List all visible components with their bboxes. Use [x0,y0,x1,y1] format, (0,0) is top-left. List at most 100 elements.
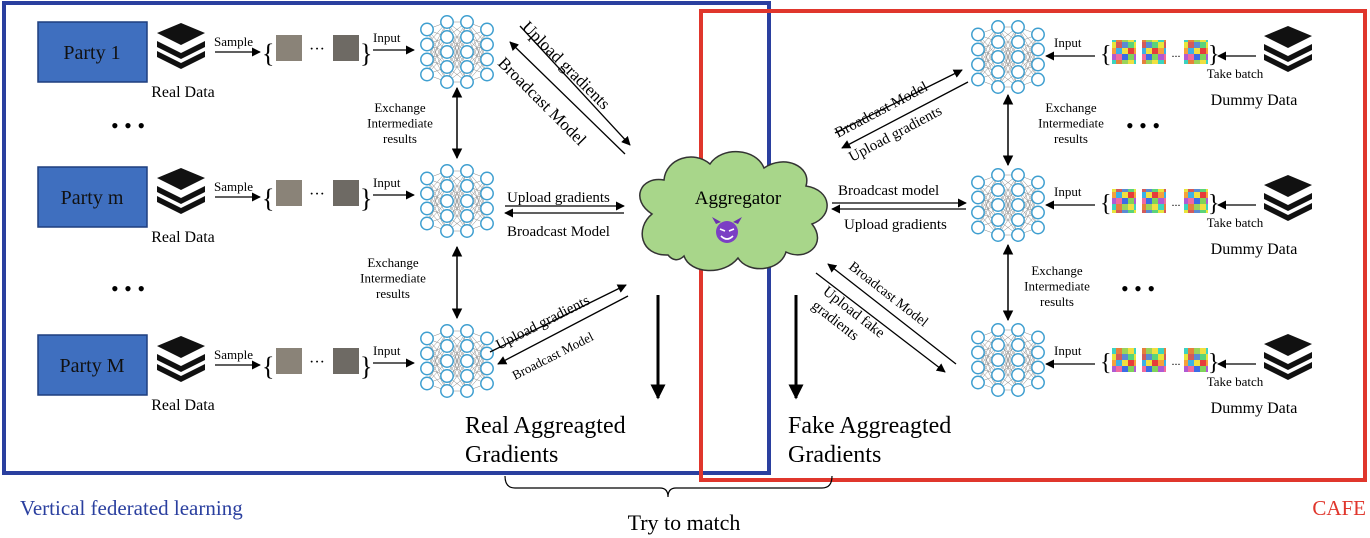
party-box [37,334,148,396]
brace-open: { [1100,42,1112,68]
vfl-caption: Vertical federated learning [20,496,243,520]
image-thumb [276,35,302,61]
sample-label: Sample [214,179,253,194]
image-thumb [276,348,302,374]
left-link-1: Upload gradients Broadcast Model [494,17,631,155]
left-network-3 [420,324,494,398]
aggregator-label: Aggregator [695,188,782,209]
party-box [37,166,148,228]
image-thumb [333,35,359,61]
dummy-data-label: Dummy Data [1211,400,1298,417]
thumb-ellipsis: ... [1172,354,1181,368]
party-label: Party M [60,355,125,377]
right-dots-upper: • • • [1126,113,1160,138]
thumb-ellipsis: ··· [309,41,325,58]
dummy-thumb [1184,189,1208,213]
dummy-thumb [1142,40,1166,64]
brace-close: } [1208,42,1220,68]
right-party-1: Dummy Data Take batch {...} Input [1045,26,1312,109]
right-party-2: Dummy Data Take batch {...} Input [1045,175,1312,258]
right-network-1 [971,20,1045,94]
dummy-thumb [1142,189,1166,213]
dummy-data-label: Dummy Data [1211,92,1298,109]
left-link-2: Upload gradients Broadcast Model [504,190,625,240]
image-thumb [333,348,359,374]
brace-close: } [1208,191,1220,217]
input-label: Input [373,175,401,190]
take-batch-label: Take batch [1207,66,1264,81]
thumb-ellipsis: ... [1172,46,1181,60]
dummy-thumb [1184,40,1208,64]
real-data-label: Real Data [151,397,215,414]
brace-open: { [262,352,274,381]
sample-label: Sample [214,347,253,362]
party-label: Party m [61,187,124,209]
left-network-2 [420,164,494,238]
input-label: Input [1054,35,1082,50]
brace-close: } [1208,350,1220,376]
brace-close: } [360,39,372,68]
left-broadcast-label-2: Broadcast Model [507,224,610,240]
party-label: Party 1 [63,42,120,64]
brace-open: { [1100,191,1112,217]
party-box [37,21,148,83]
brace-open: { [262,184,274,213]
aggregator-cloud [639,150,828,272]
thumb-ellipsis: ··· [309,354,325,371]
take-batch-label: Take batch [1207,215,1264,230]
left-dots-lower: • • • [111,276,145,301]
right-network-3 [971,323,1045,397]
stack-icon [1264,175,1312,221]
real-data-label: Real Data [151,84,215,101]
brace-close: } [360,352,372,381]
input-label: Input [373,30,401,45]
right-dots-lower: • • • [1121,276,1155,301]
right-link-1: Broadcast Model Upload gradients [832,69,969,166]
right-party-3: Dummy Data Take batch {...} Input [1045,334,1312,417]
dummy-thumb [1112,348,1136,372]
right-link-2: Broadcast model Upload gradients [831,183,967,233]
stack-icon [1264,334,1312,380]
dummy-thumb [1112,40,1136,64]
input-label: Input [1054,184,1082,199]
stack-icon [157,23,205,69]
right-upload-label-2: Upload gradients [844,217,947,233]
stack-icon [157,336,205,382]
left-party-2: Party m Real Data Sample { ···}Input [37,166,415,246]
dummy-thumb [1184,348,1208,372]
cafe-caption: CAFE [1312,496,1366,520]
left-upload-label-2: Upload gradients [507,190,610,206]
match-label: Try to match [628,510,741,535]
input-label: Input [1054,343,1082,358]
right-link-3: Broadcast Model Upload fakegradients [808,259,957,373]
brace-open: { [1100,350,1112,376]
thumb-ellipsis: ... [1172,195,1181,209]
right-broadcast-label-2: Broadcast model [838,183,939,199]
image-thumb [333,180,359,206]
brace-open: { [262,39,274,68]
stack-icon [1264,26,1312,72]
sample-label: Sample [214,34,253,49]
dummy-data-label: Dummy Data [1211,241,1298,258]
devil-icon [712,217,742,243]
right-network-2 [971,168,1045,242]
stack-icon [157,168,205,214]
image-thumb [276,180,302,206]
brace-close: } [360,184,372,213]
left-party-1: Party 1 Real Data Sample { ···}Input [37,21,415,101]
take-batch-label: Take batch [1207,374,1264,389]
left-link-3: Upload gradients Broadcast Model [489,284,629,383]
real-data-label: Real Data [151,229,215,246]
left-network-1 [420,15,494,89]
thumb-ellipsis: ··· [309,186,325,203]
match-brace [504,475,833,498]
dummy-thumb [1112,189,1136,213]
